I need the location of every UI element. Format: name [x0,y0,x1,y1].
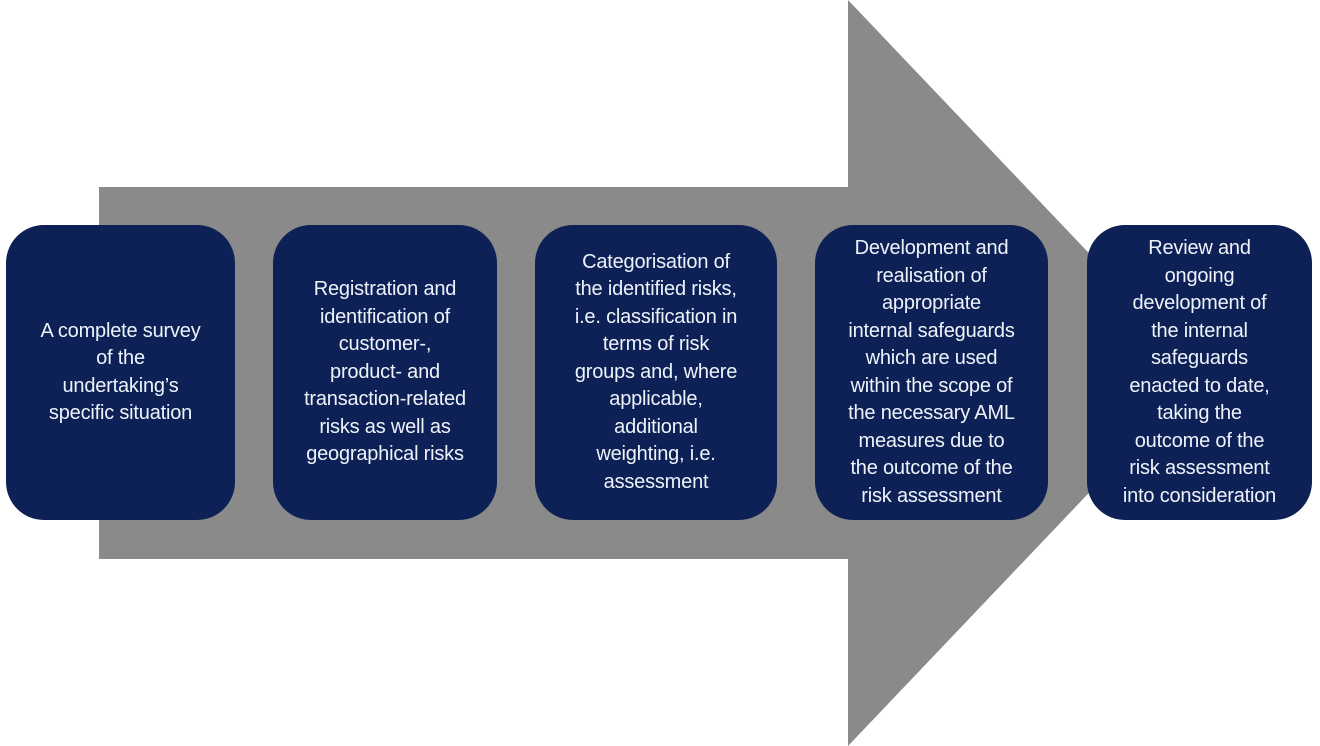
step-1-label: A complete survey of the undertaking’s s… [40,319,201,425]
step-box-1: A complete survey of the undertaking’s s… [6,225,235,520]
step-3-label: Categorisation of the identified risks, … [574,250,738,493]
step-2-label: Registration and identification of custo… [304,278,466,466]
step-box-5: Review and ongoing development of the in… [1087,225,1312,520]
step-box-2: Registration and identification of custo… [273,225,497,520]
step-box-3: Categorisation of the identified risks, … [535,225,777,520]
step-4-label: Development and realisation of appropria… [848,237,1015,507]
step-5-label: Review and ongoing development of the in… [1122,237,1277,507]
step-box-4: Development and realisation of appropria… [815,225,1048,520]
